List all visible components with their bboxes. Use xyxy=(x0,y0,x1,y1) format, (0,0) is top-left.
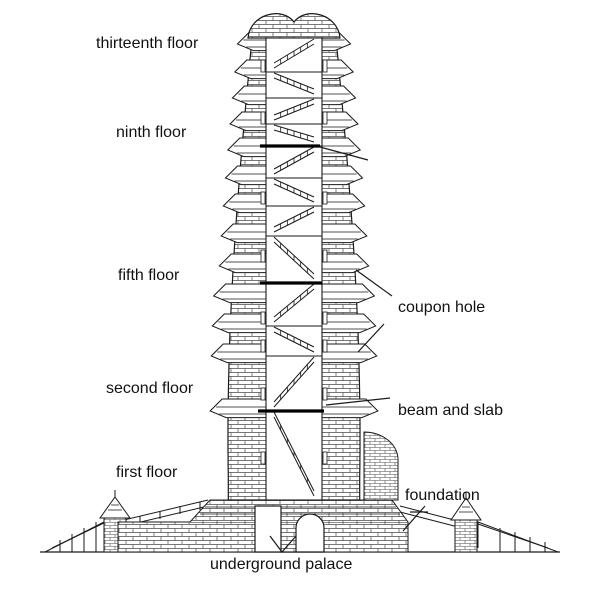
label-first-floor: first floor xyxy=(116,464,178,481)
label-thirteenth-floor: thirteenth floor xyxy=(96,35,199,52)
leader-lines xyxy=(269,146,428,553)
label-second-floor: second floor xyxy=(106,380,194,397)
beam-and-slab-bars xyxy=(258,144,324,413)
label-ninth-floor: ninth floor xyxy=(116,124,187,141)
label-beam-and-slab: beam and slab xyxy=(398,402,503,419)
right-ramp xyxy=(399,505,559,553)
stair-shaft xyxy=(260,37,328,501)
pagoda-crown xyxy=(247,13,341,39)
label-underground-palace: underground palace xyxy=(210,556,353,573)
label-coupon-hole: coupon hole xyxy=(398,299,486,316)
underground-palace-structure xyxy=(254,505,325,553)
right-pillar xyxy=(450,492,482,553)
label-fifth-floor: fifth floor xyxy=(118,267,180,284)
side-arch xyxy=(363,431,399,501)
label-foundation: foundation xyxy=(405,487,480,504)
